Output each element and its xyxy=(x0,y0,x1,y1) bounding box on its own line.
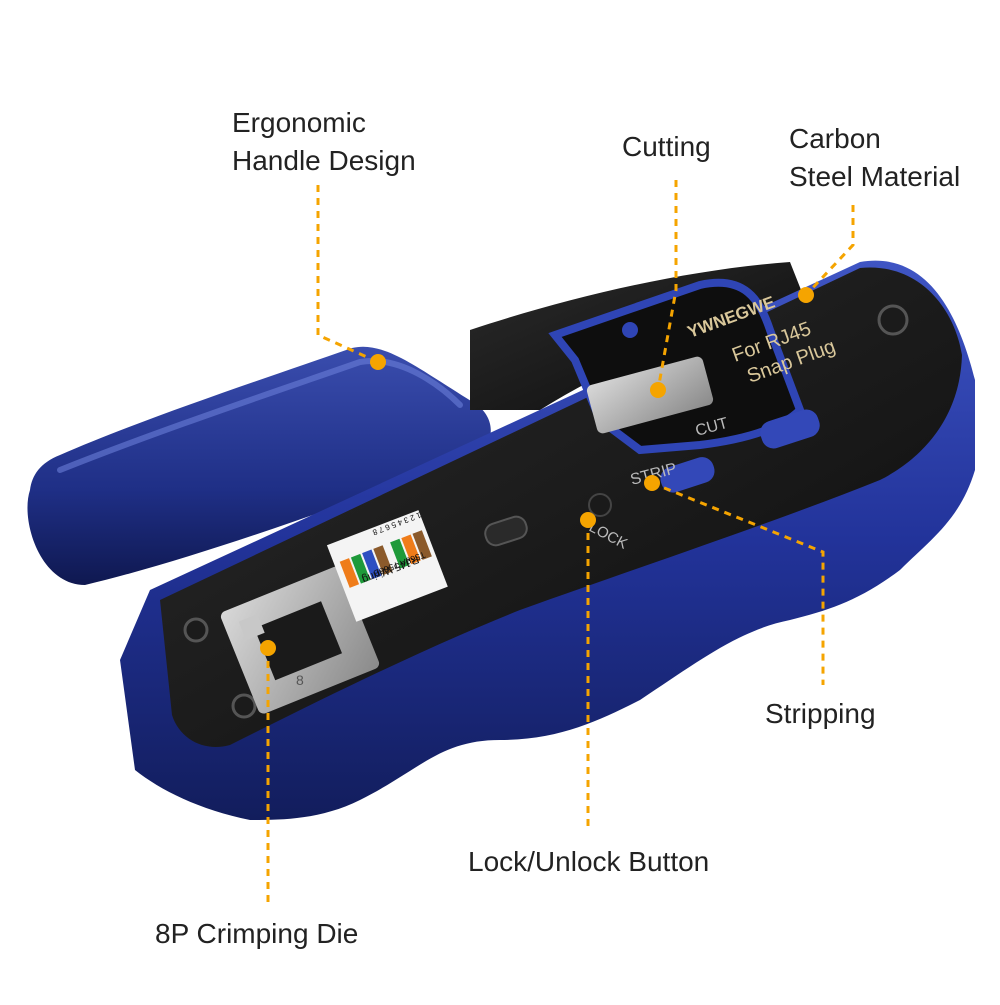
callout-leaders xyxy=(266,180,855,905)
callout-cutting: Cutting xyxy=(622,128,711,166)
callout-cutting-line1: Cutting xyxy=(622,131,711,162)
callout-stripping-line1: Stripping xyxy=(765,698,876,729)
handle-highlight xyxy=(57,357,463,473)
screw-icons xyxy=(183,304,909,719)
die-mark: 8 xyxy=(296,672,304,688)
lock-button xyxy=(588,493,612,517)
cut-slot xyxy=(760,409,820,449)
crimping-die xyxy=(220,566,380,714)
callout-die-line1: 8P Crimping Die xyxy=(155,918,359,949)
slider-switch xyxy=(484,515,528,547)
callout-lock-line1: Lock/Unlock Button xyxy=(468,846,710,877)
blade xyxy=(586,356,714,434)
callout-ergonomic-line2: Handle Design xyxy=(232,145,416,176)
callout-carbon: Carbon Steel Material xyxy=(789,120,960,196)
callout-die: 8P Crimping Die xyxy=(155,915,358,953)
callout-lock: Lock/Unlock Button xyxy=(468,843,709,881)
callout-carbon-line2: Steel Material xyxy=(789,161,961,192)
wiring-sticker xyxy=(326,510,448,622)
callout-ergonomic: Ergonomic Handle Design xyxy=(232,104,416,180)
pivot-dot xyxy=(622,322,638,338)
callout-stripping: Stripping xyxy=(765,695,876,733)
callout-ergonomic-line1: Ergonomic xyxy=(232,107,366,138)
callout-carbon-line1: Carbon xyxy=(789,123,881,154)
strip-slot xyxy=(660,457,715,493)
upper-handle-grip xyxy=(27,346,491,585)
callout-dots xyxy=(260,287,814,656)
